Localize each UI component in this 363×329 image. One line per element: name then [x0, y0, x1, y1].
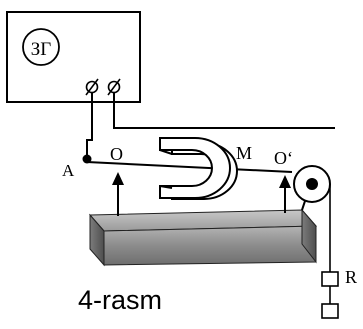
- wires: [86, 92, 335, 158]
- figure-caption: 4-rasm: [78, 285, 162, 315]
- base-bar: [88, 208, 318, 267]
- weight-label: R: [345, 267, 357, 287]
- point-o-label: O: [110, 144, 123, 164]
- support-right: [279, 175, 291, 213]
- string: [86, 161, 293, 173]
- generator-label: ЗГ: [31, 39, 52, 60]
- point-a-label: A: [62, 161, 75, 180]
- weights: [321, 271, 339, 319]
- support-left: [112, 172, 124, 216]
- magnet-label: M: [236, 143, 252, 163]
- generator-symbol: [22, 28, 60, 66]
- point-o-prime-label: O‘: [274, 148, 293, 168]
- generator-box: ЗГ: [6, 11, 141, 103]
- pulley: [293, 165, 331, 211]
- horseshoe-magnet: [159, 137, 238, 200]
